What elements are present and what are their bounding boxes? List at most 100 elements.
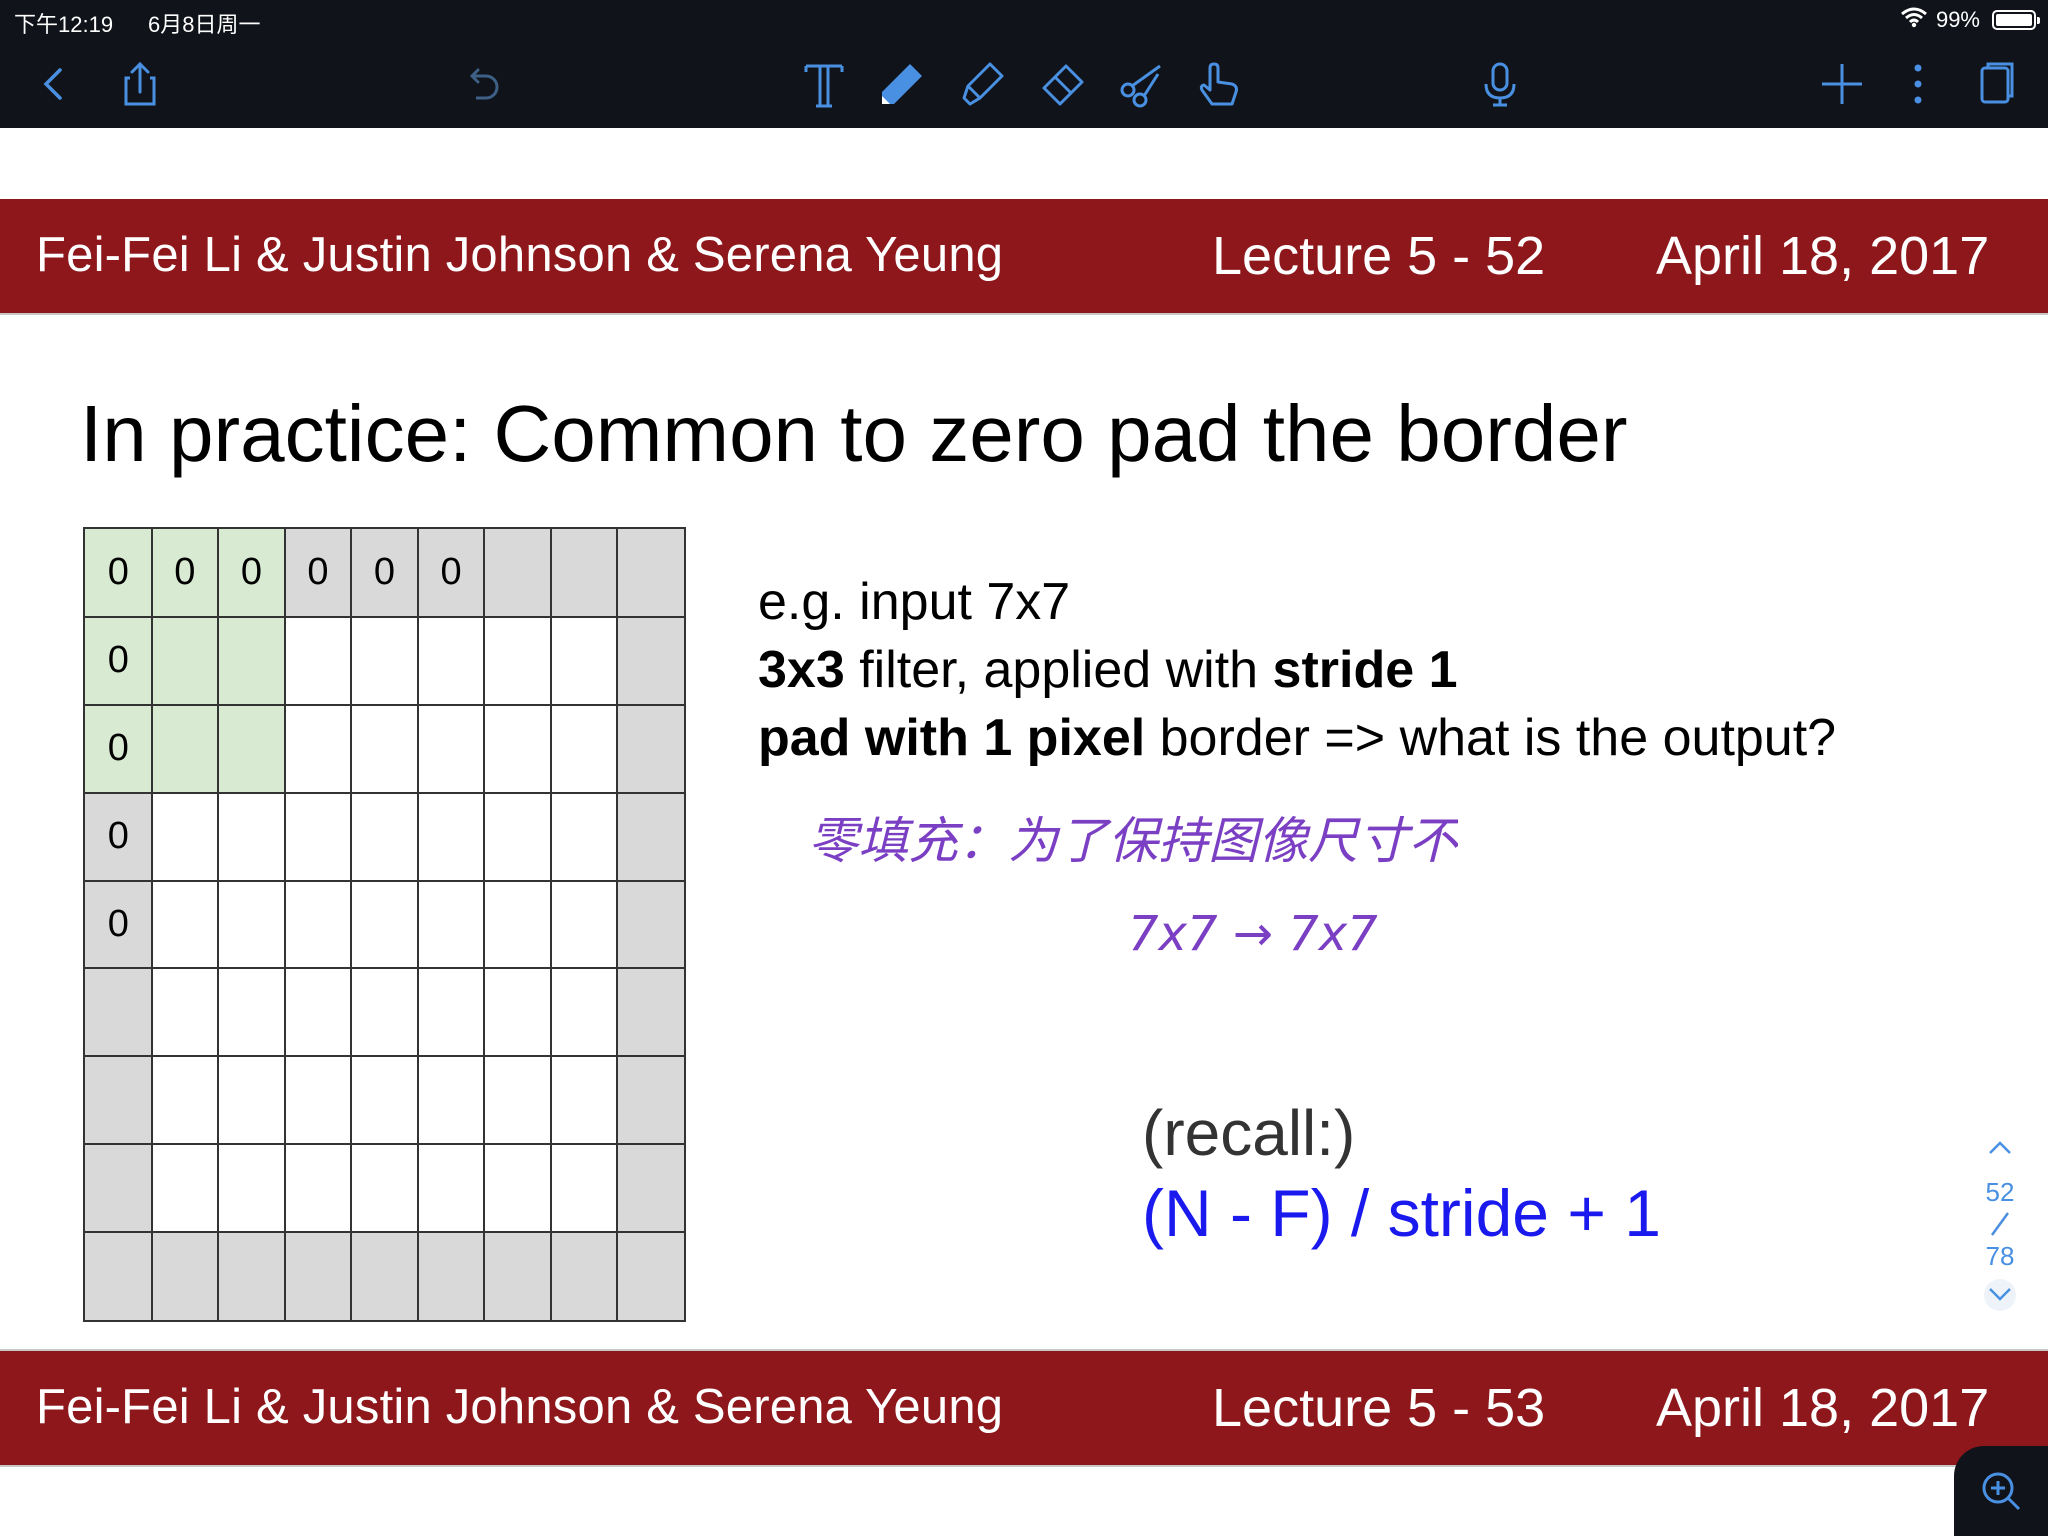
slide-date: April 18, 2017 bbox=[1656, 1378, 1990, 1438]
next-page-chevron-icon[interactable] bbox=[1968, 1273, 2032, 1313]
desc-line-1: e.g. input 7x7 bbox=[758, 573, 1071, 631]
slide-footer-banner: Fei-Fei Li & Justin Johnson & Serena Yeu… bbox=[0, 199, 2048, 313]
input-cell bbox=[418, 705, 485, 793]
padding-cell bbox=[218, 1232, 285, 1320]
desc-line-2: 3x3 filter, applied with stride 1 bbox=[758, 636, 1836, 704]
share-icon[interactable] bbox=[108, 52, 172, 116]
input-cell bbox=[152, 968, 219, 1056]
pen-tool-icon[interactable] bbox=[870, 52, 934, 116]
add-icon[interactable] bbox=[1810, 52, 1874, 116]
input-cell bbox=[285, 705, 352, 793]
input-cell bbox=[218, 968, 285, 1056]
input-cell bbox=[351, 1056, 418, 1144]
zero-pad-value: 0 bbox=[284, 529, 352, 617]
input-cell bbox=[351, 1144, 418, 1232]
hand-gesture-icon[interactable] bbox=[1186, 52, 1250, 116]
input-cell bbox=[218, 1056, 285, 1144]
input-cell bbox=[418, 1144, 485, 1232]
text-tool-icon[interactable] bbox=[792, 52, 856, 116]
zero-pad-value: 0 bbox=[218, 529, 285, 617]
grid-line bbox=[85, 615, 684, 618]
grid-line bbox=[549, 529, 552, 1320]
recall-label: (recall:) bbox=[1142, 1097, 1356, 1169]
grid-line bbox=[85, 1055, 684, 1058]
input-cell bbox=[418, 1056, 485, 1144]
more-icon[interactable] bbox=[1886, 52, 1950, 116]
padding-cell bbox=[617, 792, 684, 881]
input-cell bbox=[218, 704, 285, 793]
grid-line bbox=[350, 529, 353, 1320]
grid-line bbox=[85, 1231, 684, 1234]
slide-title: In practice: Common to zero pad the bord… bbox=[80, 389, 1628, 478]
battery-percent: 99% bbox=[1935, 7, 1980, 32]
grid-line bbox=[483, 529, 486, 1320]
page-divider bbox=[0, 313, 2048, 315]
input-cell bbox=[484, 881, 551, 969]
input-cell bbox=[551, 968, 618, 1056]
back-chevron-icon[interactable] bbox=[22, 52, 86, 116]
grid-line bbox=[283, 529, 286, 1320]
zero-pad-value: 0 bbox=[151, 529, 219, 617]
handwriting-line-1: 零填充：为了保持图像尺寸不变输出 bbox=[808, 812, 1458, 870]
highlighter-icon[interactable] bbox=[950, 52, 1014, 116]
previous-page-chevron-icon[interactable] bbox=[1968, 1135, 2032, 1175]
battery-icon bbox=[1992, 10, 2040, 30]
zero-pad-value: 0 bbox=[85, 880, 152, 969]
microphone-icon[interactable] bbox=[1468, 52, 1532, 116]
padding-cell bbox=[85, 1056, 152, 1145]
eraser-icon[interactable] bbox=[1030, 52, 1094, 116]
input-cell bbox=[218, 793, 285, 881]
padding-cell bbox=[85, 968, 152, 1057]
slide-date: April 18, 2017 bbox=[1656, 226, 1990, 286]
lasso-scissors-icon[interactable] bbox=[1110, 52, 1174, 116]
app-toolbar: 下午12:19 6月8日周一 99% bbox=[0, 0, 2048, 128]
padding-cell bbox=[151, 1232, 219, 1320]
padding-cell bbox=[617, 616, 684, 705]
total-pages-number: 78 bbox=[1985, 1241, 2015, 1271]
padding-cell bbox=[617, 968, 684, 1057]
input-cell bbox=[484, 968, 551, 1056]
input-cell bbox=[484, 705, 551, 793]
grid-line bbox=[85, 967, 684, 970]
input-cell bbox=[551, 705, 618, 793]
padding-cell bbox=[617, 880, 684, 969]
input-cell bbox=[285, 1144, 352, 1232]
input-cell bbox=[152, 793, 219, 881]
desc-line-3: pad with 1 pixel border => what is the o… bbox=[758, 704, 1836, 772]
stride-text: stride 1 bbox=[1272, 641, 1458, 699]
input-cell bbox=[285, 1056, 352, 1144]
desc-text: border => what is the output? bbox=[1145, 709, 1837, 767]
slide-authors: Fei-Fei Li & Justin Johnson & Serena Yeu… bbox=[36, 228, 1004, 282]
wifi-icon bbox=[1900, 6, 1928, 34]
grid-line bbox=[85, 1143, 684, 1146]
padding-cell bbox=[550, 1232, 618, 1320]
padding-text: pad with 1 pixel bbox=[758, 709, 1146, 767]
padding-cell bbox=[617, 1056, 684, 1145]
input-cell bbox=[418, 793, 485, 881]
zoom-button[interactable] bbox=[1954, 1446, 2048, 1536]
desc-text: filter, applied with bbox=[844, 641, 1273, 699]
handwriting-line-2: 7x7 → 7x7 bbox=[1128, 906, 1378, 962]
input-cell bbox=[551, 793, 618, 881]
input-cell bbox=[152, 1056, 219, 1144]
input-cell bbox=[418, 617, 485, 705]
padding-cell bbox=[484, 1232, 551, 1320]
padding-cell bbox=[351, 1232, 418, 1320]
grid-line bbox=[85, 879, 684, 882]
grid-line bbox=[85, 791, 684, 794]
input-cell bbox=[551, 1056, 618, 1144]
page-separator bbox=[1968, 1209, 2032, 1239]
padding-cell bbox=[617, 1232, 684, 1320]
grid-line bbox=[217, 529, 220, 1320]
page-indicator: 52 78 bbox=[1968, 1135, 2032, 1313]
zero-pad-value: 0 bbox=[85, 704, 152, 793]
zero-pad-value: 0 bbox=[85, 792, 152, 881]
slide-footer-banner: Fei-Fei Li & Justin Johnson & Serena Yeu… bbox=[0, 1351, 2048, 1465]
input-cell bbox=[551, 617, 618, 705]
undo-icon[interactable] bbox=[450, 52, 514, 116]
pages-icon[interactable] bbox=[1964, 52, 2028, 116]
input-cell bbox=[285, 881, 352, 969]
padding-cell bbox=[417, 1232, 485, 1320]
zoom-in-icon bbox=[1982, 1472, 2021, 1511]
